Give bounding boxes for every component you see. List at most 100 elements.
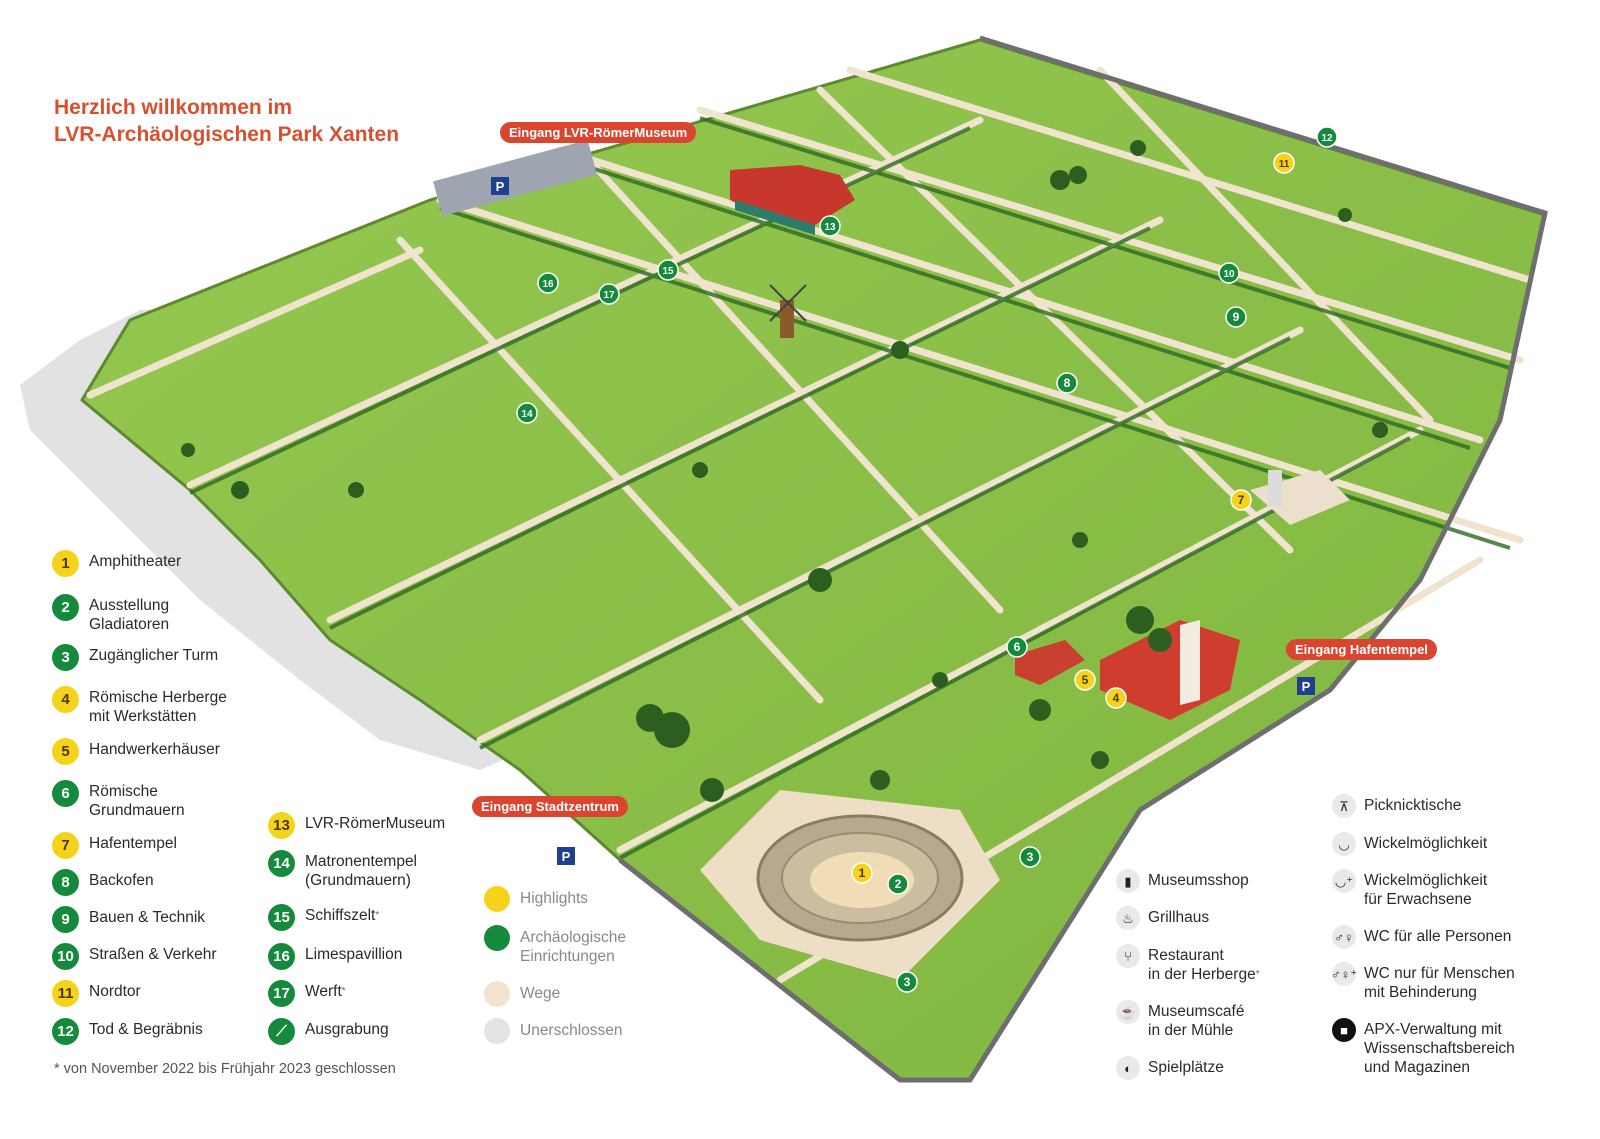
marker-number: 11 (1279, 159, 1290, 170)
map-marker-9[interactable]: 9 (1225, 306, 1247, 328)
legend-label: Ausgrabung (305, 1020, 389, 1039)
number-badge: 10 (52, 943, 79, 970)
facility-label: Museumscafé in der Mühle (1148, 1002, 1244, 1040)
marker-number: 5 (1082, 673, 1089, 687)
legend-label: Straßen & Verkehr (89, 946, 217, 963)
map-marker-5[interactable]: 5 (1074, 669, 1096, 691)
herberge-building (1100, 620, 1240, 720)
map-marker-12[interactable]: 12 (1316, 126, 1338, 148)
map-marker-16[interactable]: 16 (537, 272, 559, 294)
facility-label: WC für alle Personen (1364, 928, 1512, 945)
footnote: * von November 2022 bis Frühjahr 2023 ge… (54, 1061, 396, 1077)
marker-number: 3 (1027, 850, 1034, 864)
title-line-1: Herzlich willkommen im (54, 96, 293, 119)
parking-label: P (1302, 679, 1311, 694)
handwerkerhaeuser (1015, 640, 1085, 685)
map-marker-2[interactable]: 2 (887, 873, 909, 895)
legend-label-text: Ausgrabung (305, 1021, 389, 1038)
facility-label: WC nur für Menschen mit Behinderung (1364, 965, 1515, 1001)
legend-item-17: 17 Werft* (268, 980, 346, 1007)
marker-number: 9 (1233, 310, 1240, 324)
map-marker-3[interactable]: 3 (1019, 846, 1041, 868)
number-badge: 2 (52, 594, 79, 621)
map-marker-4[interactable]: 4 (1105, 687, 1127, 709)
facility-label-text: Grillhaus (1148, 909, 1210, 926)
entrance-roemermuseum-label[interactable]: Eingang LVR-RömerMuseum (500, 122, 697, 143)
facility-label: Grillhaus (1148, 908, 1209, 927)
city-wall (618, 35, 1548, 1083)
legend-label: Backofen (89, 872, 154, 889)
map-marker-14[interactable]: 14 (516, 402, 538, 424)
wc-icon: ♂♀ (1332, 925, 1356, 949)
number-badge: 9 (52, 906, 79, 933)
facility-label: Wickelmöglichkeit für Erwachsene (1364, 872, 1488, 908)
parking-label: P (496, 179, 505, 194)
number-badge: 4 (52, 686, 79, 713)
entrance-stadtzentrum-label[interactable]: Eingang Stadtzentrum (472, 796, 628, 817)
number-badge: 6 (52, 780, 79, 807)
map-marker-3[interactable]: 3 (896, 971, 918, 993)
key-label: Wege (520, 985, 561, 1002)
page-title: Herzlich willkommen im LVR-Archäologisch… (54, 94, 399, 148)
shovel-icon: ⟋ (268, 1018, 295, 1045)
marker-number: 17 (603, 290, 615, 301)
hafentempel-columns (1268, 470, 1282, 506)
legend-label-text: Matronentempel (Grundmauern) (305, 853, 418, 889)
number-badge: 12 (52, 1018, 79, 1045)
facility-item: ⊼Picknicktische (1332, 794, 1461, 818)
marker-number: 8 (1064, 376, 1071, 390)
color-swatch (484, 1018, 510, 1044)
closed-asterisk: * (341, 986, 346, 997)
legend-label-text: LVR-RömerMuseum (305, 815, 446, 832)
legend-item-10: 10 Straßen & Verkehr (52, 943, 217, 970)
entrance-hafentempel-label[interactable]: Eingang Hafentempel (1286, 639, 1437, 660)
administration-icon: ■ (1332, 1018, 1356, 1042)
map-marker-13[interactable]: 13 (819, 215, 841, 237)
map-marker-15[interactable]: 15 (657, 259, 679, 281)
facility-label: Museumsshop (1148, 871, 1249, 890)
book-icon: ▮ (1116, 869, 1140, 893)
facility-item: ♂♀⁺WC nur für Menschen mit Behinderung (1331, 962, 1515, 1002)
cutlery-icon: ⑂ (1116, 944, 1140, 968)
number-badge: 16 (268, 943, 295, 970)
map-marker-8[interactable]: 8 (1056, 372, 1078, 394)
key-label: Unerschlossen (520, 1022, 623, 1039)
picnic-table-icon: ⊼ (1332, 794, 1356, 818)
facility-item: ☕Museumscafé in der Mühle (1116, 1000, 1244, 1040)
changing-table-icon: ◡ (1332, 832, 1356, 856)
legend-label: Römische Grundmauern (89, 783, 185, 819)
legend-label: Werft* (305, 982, 346, 1001)
marker-number: 12 (1321, 133, 1333, 144)
map-marker-7[interactable]: 7 (1230, 489, 1252, 511)
facility-label: Spielplätze (1148, 1058, 1224, 1077)
key-item: Wege (484, 981, 561, 1007)
legend-label: Amphitheater (89, 553, 182, 570)
map-marker-11[interactable]: 11 (1273, 152, 1295, 174)
marker-number: 15 (662, 266, 674, 277)
marker-number: 6 (1014, 640, 1021, 654)
parking-label: P (562, 849, 571, 864)
facility-item: ◡⁺Wickelmöglichkeit für Erwachsene (1332, 869, 1488, 909)
legend-label-text: Schiffszelt (305, 907, 376, 924)
marker-number: 4 (1113, 691, 1120, 705)
facility-item: ■APX-Verwaltung mit Wissenschaftsbereich… (1332, 1018, 1515, 1077)
map-marker-17[interactable]: 17 (598, 283, 620, 305)
number-badge: 7 (52, 832, 79, 859)
key-item: Unerschlossen (484, 1018, 623, 1044)
playground-icon: ◐ (1116, 1056, 1140, 1080)
parking-sign: P (557, 847, 575, 865)
map-marker-10[interactable]: 10 (1218, 262, 1240, 284)
map-marker-6[interactable]: 6 (1006, 636, 1028, 658)
map-marker-1[interactable]: 1 (851, 862, 873, 884)
marker-number: 1 (859, 866, 866, 880)
key-label: Highlights (520, 890, 589, 907)
number-badge: 17 (268, 980, 295, 1007)
